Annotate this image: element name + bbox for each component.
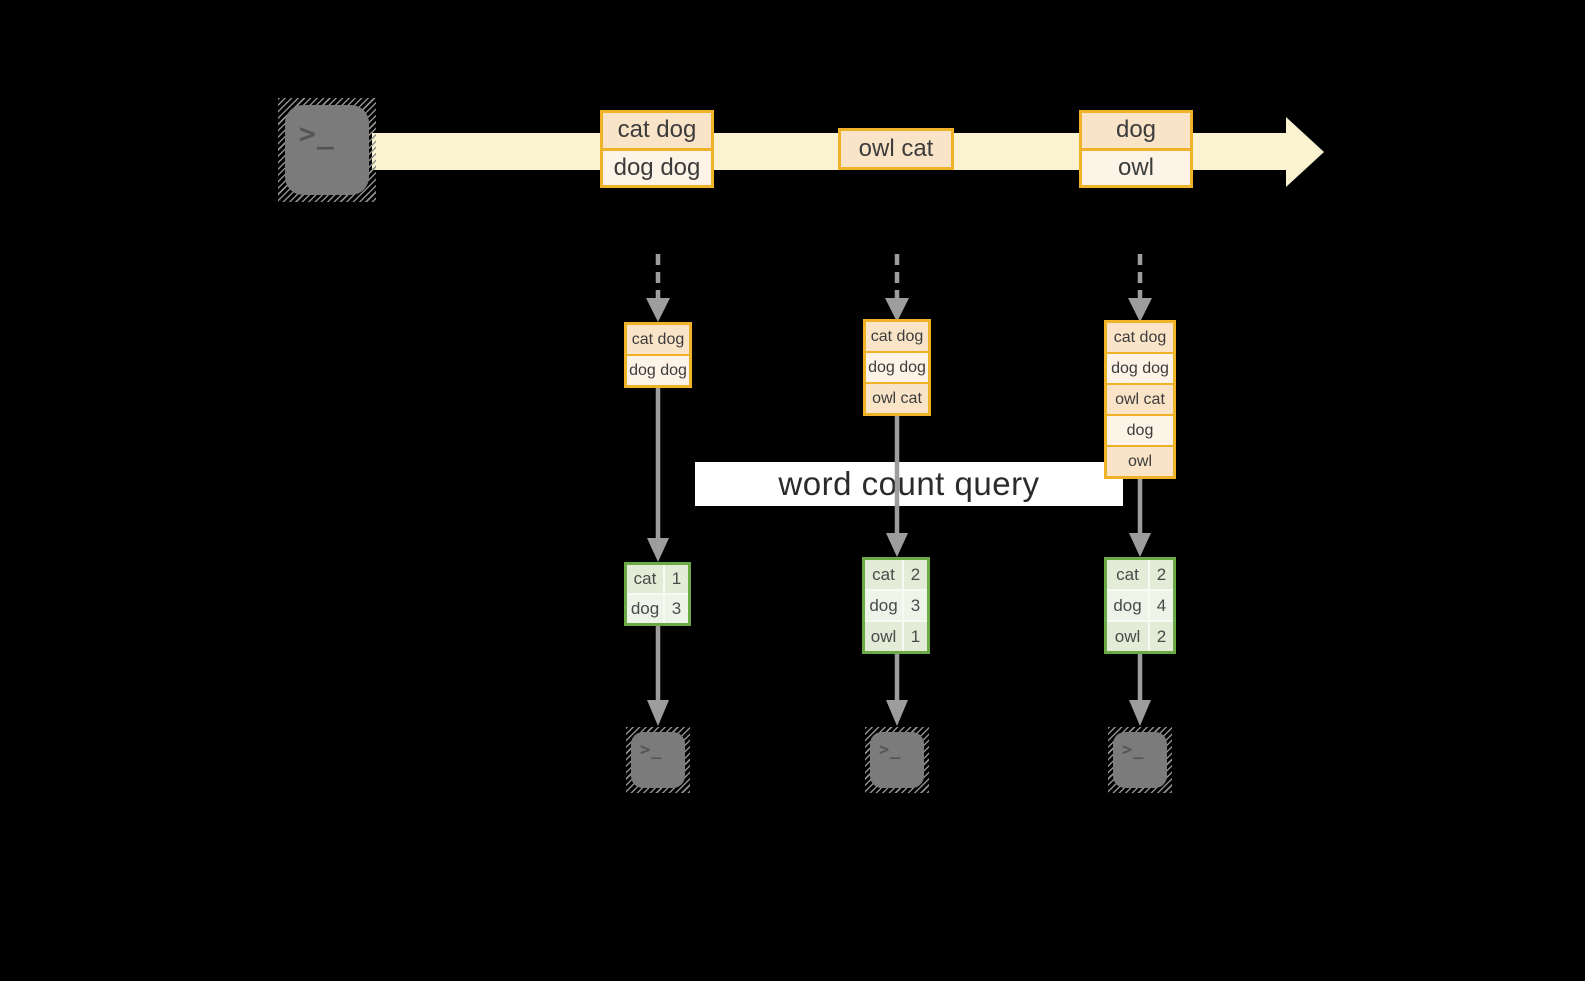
query-label: word count query	[778, 465, 1040, 502]
sink-terminal-icon: >_	[1108, 727, 1172, 793]
result-word: dog	[1107, 591, 1148, 620]
output-arrow-icon	[647, 626, 669, 726]
stream-record: dog	[1082, 113, 1190, 148]
input-record: owl	[1107, 447, 1173, 476]
terminal-prompt-glyph: >_	[1122, 740, 1145, 760]
result-word: dog	[627, 595, 663, 623]
query-flow-arrow-icon	[886, 416, 908, 557]
stream-record: dog dog	[603, 150, 711, 185]
output-arrow-icon	[886, 654, 908, 726]
stream-arrow-head-icon	[1286, 117, 1324, 187]
stream-batch-2: owl cat	[838, 128, 954, 170]
input-record: cat dog	[866, 322, 928, 351]
input-record: owl cat	[1107, 385, 1173, 414]
terminal-prompt-glyph: >_	[299, 117, 335, 150]
result-word: owl	[1107, 622, 1148, 651]
query-flow-arrow-icon	[1129, 479, 1151, 557]
input-record: cat dog	[1107, 323, 1173, 352]
dashed-down-arrow-icon	[885, 254, 909, 322]
result-word: cat	[627, 565, 663, 593]
stream-batch-3: dog owl	[1079, 110, 1193, 188]
input-record: dog dog	[866, 353, 928, 382]
input-record: dog dog	[1107, 354, 1173, 383]
input-record: owl cat	[866, 384, 928, 413]
source-terminal-icon: >_	[278, 98, 376, 202]
input-table-t1: cat dog dog dog	[624, 322, 692, 388]
result-count: 2	[904, 560, 927, 589]
dashed-down-arrow-icon	[646, 254, 670, 322]
dashed-down-arrow-icon	[1128, 254, 1152, 322]
input-table-t2: cat dog dog dog owl cat	[863, 319, 931, 416]
query-flow-arrow-icon	[647, 388, 669, 562]
input-table-t3: cat dog dog dog owl cat dog owl	[1104, 320, 1176, 479]
result-word: cat	[865, 560, 902, 589]
input-record: cat dog	[627, 325, 689, 354]
stream-batch-1: cat dog dog dog	[600, 110, 714, 188]
result-word: cat	[1107, 560, 1148, 589]
result-word: dog	[865, 591, 902, 620]
result-count: 2	[1150, 560, 1173, 589]
input-record: dog dog	[627, 356, 689, 385]
terminal-prompt-glyph: >_	[640, 740, 663, 760]
result-count: 3	[904, 591, 927, 620]
input-record: dog	[1107, 416, 1173, 445]
result-count: 3	[665, 595, 688, 623]
sink-terminal-icon: >_	[865, 727, 929, 793]
result-count: 1	[904, 622, 927, 651]
stream-record: owl cat	[841, 131, 951, 167]
sink-terminal-icon: >_	[626, 727, 690, 793]
result-count: 1	[665, 565, 688, 593]
result-count: 2	[1150, 622, 1173, 651]
query-banner: word count query	[695, 462, 1123, 506]
output-arrow-icon	[1129, 654, 1151, 726]
stream-record: cat dog	[603, 113, 711, 148]
result-table-t3: cat 2 dog 4 owl 2	[1104, 557, 1176, 654]
result-table-t2: cat 2 dog 3 owl 1	[862, 557, 930, 654]
stream-record: owl	[1082, 150, 1190, 185]
result-word: owl	[865, 622, 902, 651]
terminal-prompt-glyph: >_	[879, 740, 902, 760]
result-count: 4	[1150, 591, 1173, 620]
result-table-t1: cat 1 dog 3	[624, 562, 691, 626]
